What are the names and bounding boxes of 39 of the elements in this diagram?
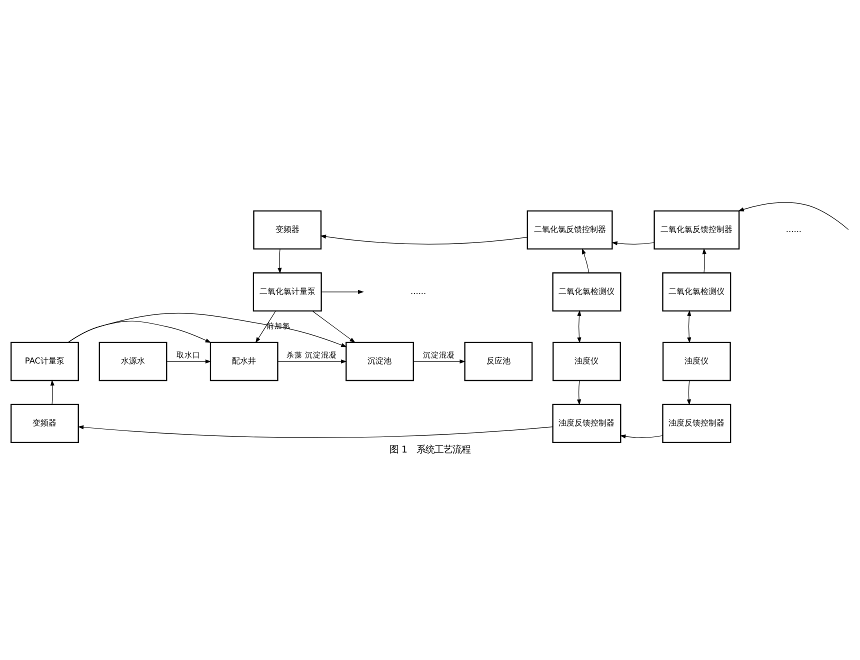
node-box: 二氧化氯反馈控制器 [526,210,613,250]
node-box: 水源水 [98,342,168,382]
arrow [321,290,364,294]
arrow [612,241,654,246]
node-box: PAC计量泵 [10,342,79,382]
caption: 图 1 系统工艺流程 [390,444,470,456]
node-box: 浊度仪 [552,342,621,382]
arrow [166,359,212,364]
node-box: 二氧化氯计量泵 [252,272,322,312]
node-box: 二氧化氯检测仪 [552,272,622,312]
node-box: 二氧化氯检测仪 [662,272,732,312]
arrow [687,310,692,344]
node-box: 浊度反馈控制器 [662,404,732,444]
arrow [738,202,849,230]
arrow [312,310,356,343]
label: ...... [786,224,802,234]
label: ...... [410,286,426,296]
arrow [413,359,466,364]
arrow [78,425,554,438]
arrow [278,248,282,274]
node-box: 配水井 [210,342,278,382]
arrow [278,359,347,364]
arrow [577,310,582,344]
node-box: 变频器 [253,210,322,250]
node-box: 反应池 [464,342,533,382]
node-box: 变频器 [10,404,79,444]
node-box: 浊度反馈控制器 [552,404,622,444]
arrow [702,248,706,274]
arrow [68,312,347,348]
arrow [686,380,691,406]
node-box: 沉淀池 [346,342,414,382]
arrow [50,380,54,405]
node-box: 浊度仪 [662,342,731,382]
node-box: 二氧化氯反馈控制器 [654,210,740,250]
arrow [582,248,590,274]
arrow [620,434,663,438]
arrow [576,380,582,406]
arrow [255,310,276,344]
arrow [320,234,528,244]
